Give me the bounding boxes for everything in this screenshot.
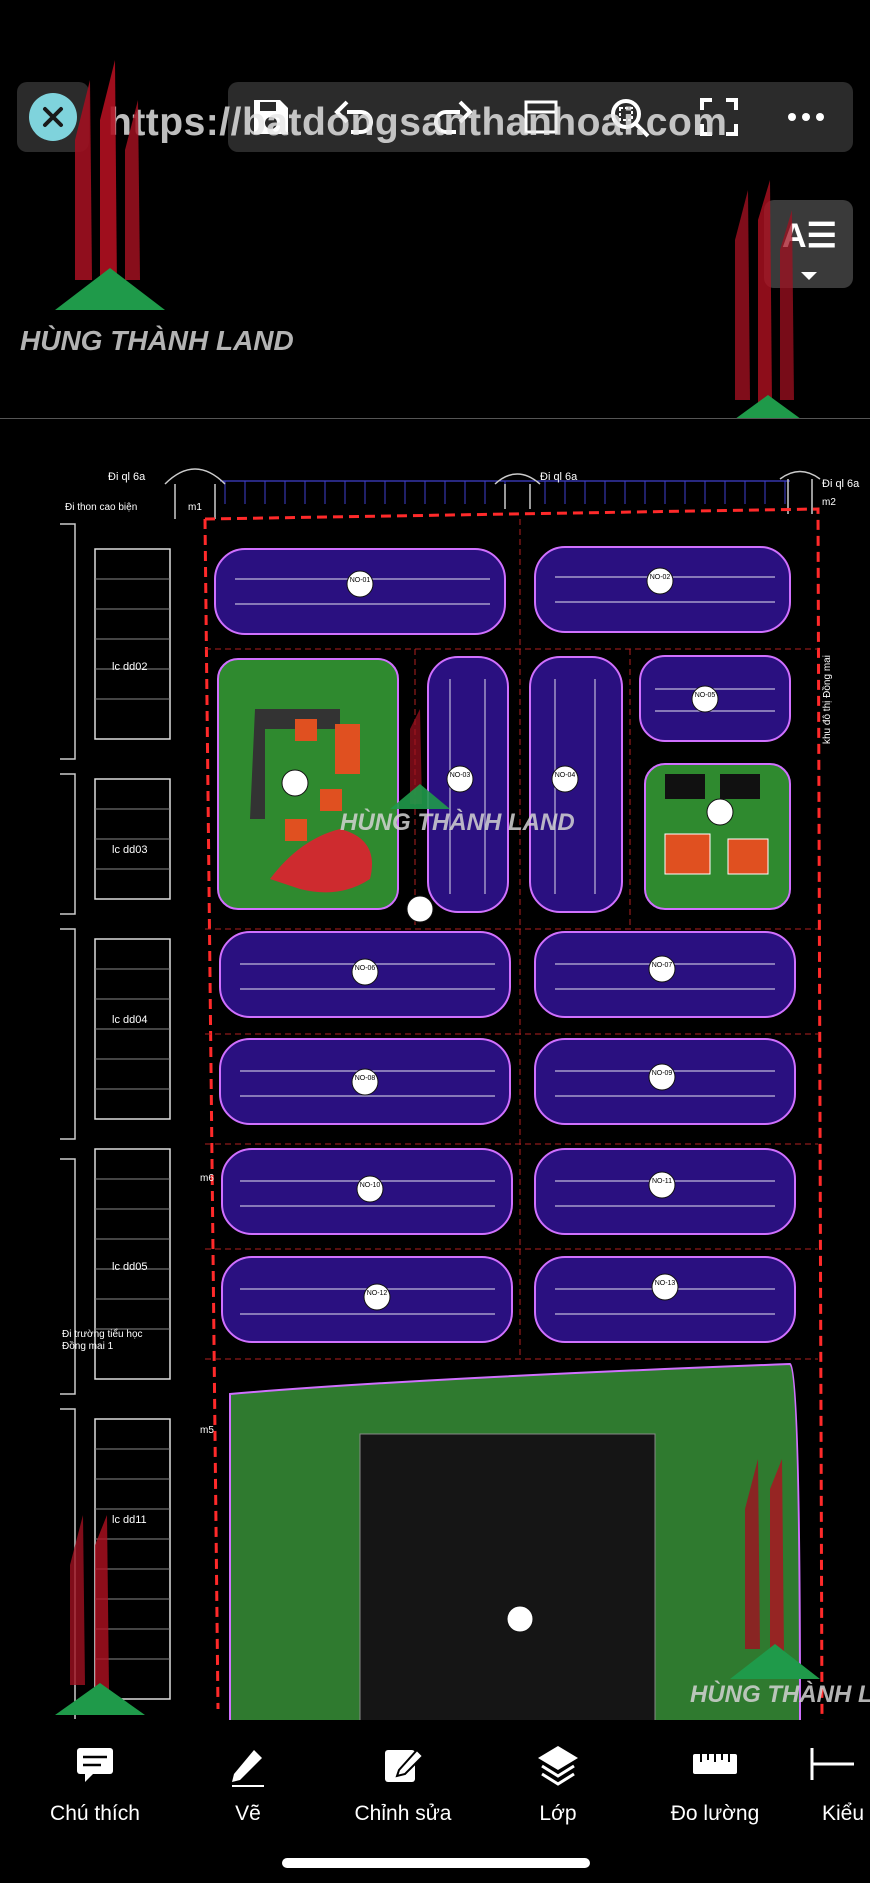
lot-label: lc dd03 xyxy=(112,844,148,856)
road-label: Ði ql 6a xyxy=(822,478,860,490)
fullscreen-icon[interactable] xyxy=(696,94,742,140)
block-label: NO-04 xyxy=(554,772,576,779)
block-label: NO-02 xyxy=(649,574,671,581)
marker-label: m2 xyxy=(822,497,836,508)
block-label: NO-01 xyxy=(349,577,371,584)
logo-text: HÙNG THÀNH LAND xyxy=(20,325,294,356)
home-indicator[interactable] xyxy=(282,1858,590,1868)
road-label: khu đô thị Đồng mai xyxy=(822,655,833,744)
block-label: NO-08 xyxy=(354,1075,376,1082)
block-label: NO-07 xyxy=(651,962,673,969)
road-label: Ði thon cao biện xyxy=(65,502,138,513)
logo-watermark: HÙNG THÀNH LAND xyxy=(340,709,575,849)
road-label: Ði ql 6a xyxy=(108,471,146,483)
road-label: Đồng mai 1 xyxy=(62,1341,114,1352)
top-toolbar xyxy=(228,82,853,152)
measure-label: Đo lường xyxy=(670,1802,760,1825)
block-label: NO-13 xyxy=(654,1280,676,1287)
ruler-icon xyxy=(693,1754,737,1774)
block-label: NO-05 xyxy=(694,692,716,699)
block-label: NO-11 xyxy=(651,1178,673,1185)
bottom-toolbar: Chú thích Vẽ Chỉnh sửa Lớp xyxy=(0,1720,870,1883)
zoom-icon[interactable] xyxy=(606,94,652,140)
road-label: Ði trường tiểu học xyxy=(62,1329,143,1340)
edit-button[interactable]: Chỉnh sửa xyxy=(348,1740,458,1826)
undo-icon[interactable] xyxy=(333,94,379,140)
logo-watermark: HÙNG THÀNH LAND xyxy=(690,1459,870,1719)
redo-icon[interactable] xyxy=(428,94,474,140)
crop-icon[interactable] xyxy=(518,94,564,140)
style-icon xyxy=(810,1748,854,1780)
pencil-icon xyxy=(232,1750,264,1787)
block-label: NO-12 xyxy=(366,1290,388,1297)
annotation-button[interactable]: Chú thích xyxy=(45,1740,145,1826)
logo-text: HÙNG THÀNH LAND xyxy=(690,1681,870,1708)
block-label: NO-03 xyxy=(449,772,471,779)
text-mode-button[interactable]: A☰ xyxy=(764,200,853,288)
style-label: Kiểu xyxy=(822,1802,865,1825)
annotation-icon xyxy=(77,1748,113,1782)
layers-button[interactable]: Lớp xyxy=(510,1740,606,1826)
draw-label: Vẽ xyxy=(235,1802,261,1825)
marker-label: m5 xyxy=(200,1425,214,1436)
marker-label: m1 xyxy=(188,502,202,513)
cad-drawing-canvas[interactable]: Ði ql 6a Ði ql 6a Ði ql 6a Ði thon cao b… xyxy=(0,418,870,1720)
block-label: NO-10 xyxy=(359,1182,381,1189)
lot-label: lc dd11 xyxy=(112,1514,147,1526)
block-label: NO-09 xyxy=(651,1070,673,1077)
lot-label: lc dd02 xyxy=(112,661,148,673)
lot-label: lc dd05 xyxy=(112,1261,148,1273)
edit-label: Chỉnh sửa xyxy=(354,1802,452,1825)
watermark-url: https://batdongsanthanhoai.com xyxy=(108,101,728,144)
save-icon[interactable] xyxy=(248,94,294,140)
road-label: Ði ql 6a xyxy=(540,471,578,483)
layers-icon xyxy=(538,1746,578,1786)
more-icon[interactable] xyxy=(783,94,829,140)
edit-icon xyxy=(385,1748,425,1782)
draw-button[interactable]: Vẽ xyxy=(200,1740,296,1826)
layers-label: Lớp xyxy=(539,1802,577,1825)
logo-text: HÙNG THÀNH LAND xyxy=(340,809,575,836)
chevron-down-icon xyxy=(801,272,817,280)
measure-button[interactable]: Đo lường xyxy=(660,1740,770,1826)
logo-watermark: HÙNG THÀNH LAND xyxy=(20,40,294,370)
close-button[interactable] xyxy=(17,82,89,152)
style-button[interactable]: Kiểu xyxy=(806,1740,870,1826)
block-label: NO-06 xyxy=(354,965,376,972)
marker-label: m6 xyxy=(200,1173,214,1184)
close-icon xyxy=(29,93,77,141)
annotation-label: Chú thích xyxy=(50,1802,140,1825)
lot-label: lc dd04 xyxy=(112,1014,148,1026)
